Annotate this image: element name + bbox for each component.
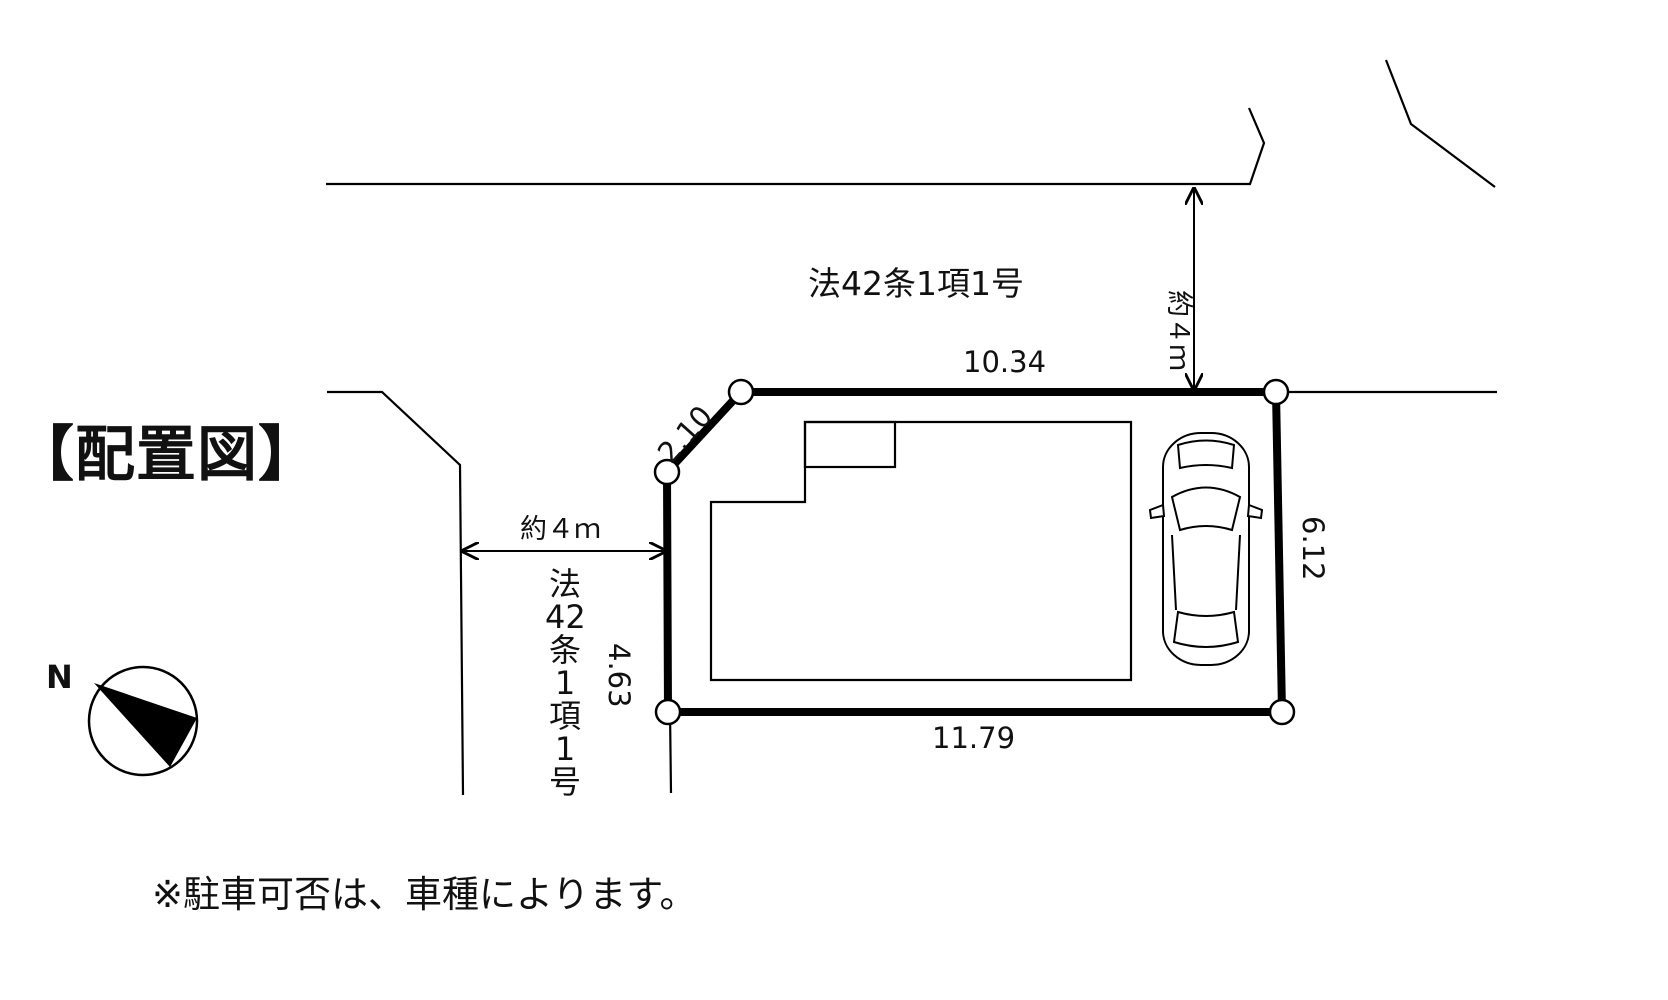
west-road-far-edge bbox=[327, 390, 465, 796]
parking-note: ※駐車可否は、車種によります。 bbox=[152, 873, 697, 916]
lot-boundary bbox=[662, 388, 1287, 716]
west-road-label-char: 42 bbox=[545, 597, 586, 636]
dimension-bottom: 11.79 bbox=[932, 721, 1016, 755]
compass-needle bbox=[94, 683, 197, 767]
north-road-label: 法42条1項1号 bbox=[808, 264, 1024, 303]
car-mirror bbox=[1148, 503, 1166, 520]
car-rear-window bbox=[1172, 610, 1240, 648]
car-door-line bbox=[1171, 534, 1177, 611]
west-road-label-char: 法 bbox=[548, 565, 581, 603]
car-hood bbox=[1176, 439, 1236, 470]
west-road-label-char: 条 bbox=[548, 630, 581, 669]
west-road-label-char: 号 bbox=[548, 762, 581, 801]
diagonal-road-edge bbox=[1384, 59, 1496, 188]
west-road-width-label: 約４ｍ bbox=[520, 514, 601, 545]
boundary-markers bbox=[653, 378, 1296, 726]
dimension-right: 6.12 bbox=[1296, 516, 1330, 581]
building-footprint bbox=[709, 420, 1133, 682]
west-road-label-char: 1 bbox=[554, 729, 576, 768]
west-road-label-char: 項 bbox=[548, 696, 581, 735]
compass-north-label: N bbox=[46, 658, 73, 696]
boundary-marker bbox=[653, 458, 681, 486]
north-road bbox=[326, 59, 1497, 394]
compass-icon bbox=[87, 665, 199, 777]
car-icon bbox=[1148, 432, 1264, 666]
west-road-label: 法 42 条 1 項 1 号 bbox=[545, 565, 586, 801]
boundary-marker bbox=[1262, 378, 1290, 406]
building-annex bbox=[803, 420, 897, 469]
dimension-top: 10.34 bbox=[963, 345, 1047, 379]
car-door-line bbox=[1235, 534, 1241, 611]
north-road-far-edge bbox=[326, 107, 1266, 186]
boundary-marker bbox=[727, 378, 755, 406]
west-road-label-char: 1 bbox=[554, 663, 576, 702]
car-windshield bbox=[1170, 486, 1242, 532]
car-mirror bbox=[1246, 503, 1264, 520]
boundary-marker bbox=[654, 698, 682, 726]
west-road bbox=[327, 390, 673, 796]
north-road-width-label: 約４ｍ bbox=[1163, 290, 1194, 371]
boundary-marker bbox=[1268, 698, 1296, 726]
dimension-left: 4.63 bbox=[602, 643, 636, 708]
page-title: 【配置図】 bbox=[14, 420, 319, 490]
